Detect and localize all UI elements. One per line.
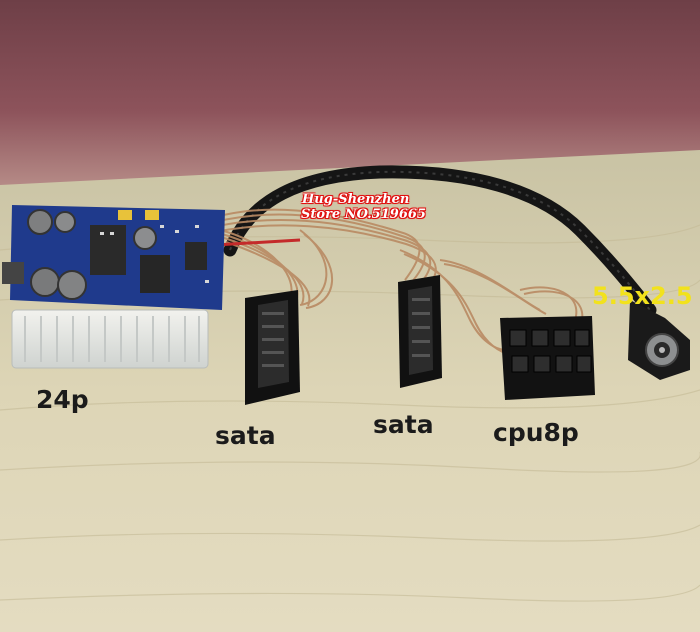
braided-cable (223, 165, 657, 317)
cpu-8p-connector (500, 316, 595, 400)
watermark-line-1: Hug-Shenzhen (302, 192, 410, 207)
connector-24p-plug (11, 309, 209, 369)
sata-connector-2 (398, 275, 442, 388)
power-board (2, 205, 225, 310)
dc-jack-connector (628, 300, 690, 380)
wall-background (0, 0, 700, 185)
label-dc-jack: 5.5x2.5 (592, 282, 693, 310)
label-sata-2: sata (373, 410, 434, 439)
label-24p: 24p (36, 385, 89, 414)
watermark-line-2: Store NO.519665 (301, 207, 426, 222)
sata-connector-1 (245, 290, 300, 405)
label-sata-1: sata (215, 421, 276, 450)
label-cpu8p: cpu8p (493, 418, 579, 447)
red-wire (214, 238, 301, 247)
